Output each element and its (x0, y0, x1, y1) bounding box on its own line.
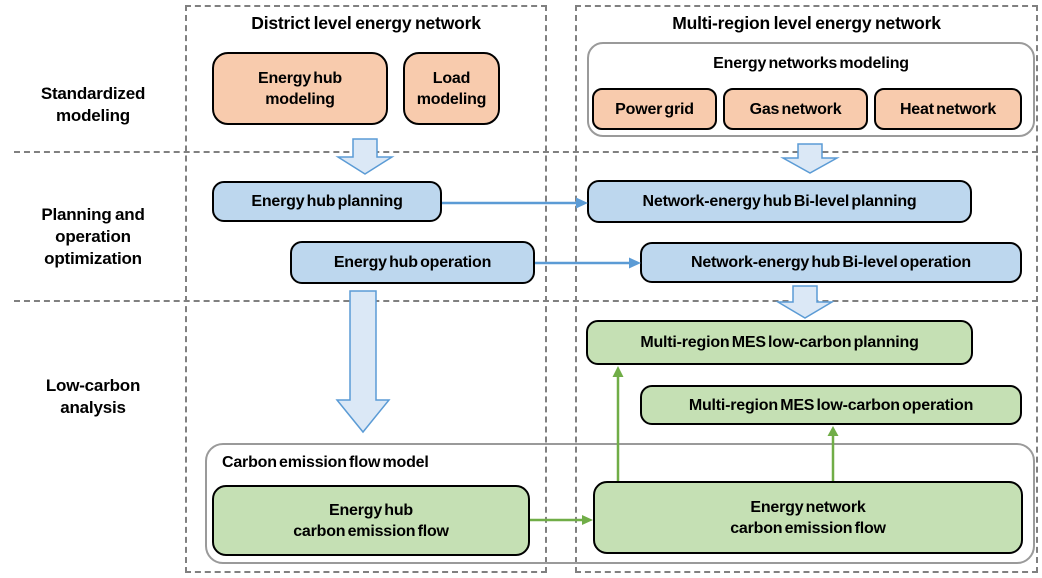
row-label-planning-operation: Planning and operation optimization (5, 204, 181, 270)
row-label-line: analysis (60, 398, 126, 417)
carbon-emission-flow-container (205, 443, 1035, 564)
energy-network-carbon-emission-flow-box: Energy network carbon emission flow (593, 481, 1023, 554)
box-text-line: Load (432, 69, 471, 87)
box-text-line: Energy hub operation (333, 254, 492, 271)
mes-low-carbon-planning-box: Multi-region MES low-carbon planning (586, 320, 973, 365)
multi-region-column-title: Multi-region level energy network (672, 13, 941, 33)
row-label-low-carbon: Low-carbon analysis (5, 375, 181, 419)
row-label-standardized-modeling: Standardized modeling (5, 83, 181, 127)
row-label-line: optimization (44, 249, 142, 268)
box-text-line: Multi-region MES low-carbon operation (688, 396, 974, 414)
bilevel-planning-box: Network-energy hub Bi-level planning (587, 180, 972, 223)
energy-hub-carbon-emission-flow-box: Energy hub carbon emission flow (212, 485, 530, 556)
box-text-line: Energy hub (257, 69, 342, 87)
box-text-line: carbon emission flow (293, 522, 449, 540)
mes-low-carbon-operation-box: Multi-region MES low-carbon operation (640, 385, 1022, 425)
district-column-frame (185, 5, 547, 573)
box-text-line: Energy hub (328, 501, 413, 519)
load-modeling-box: Load modeling (403, 52, 500, 125)
power-grid-box: Power grid (592, 88, 717, 130)
box-text-line: carbon emission flow (730, 519, 886, 537)
carbon-emission-flow-title: Carbon emission flow model (222, 454, 429, 471)
energy-networks-modeling-title: Energy networks modeling (713, 55, 909, 72)
bilevel-operation-box: Network-energy hub Bi-level operation (640, 242, 1022, 283)
district-column-title: District level energy network (251, 13, 481, 33)
box-text-line: Energy hub planning (251, 193, 403, 210)
gas-network-box: Gas network (723, 88, 868, 130)
row-label-line: operation (55, 227, 131, 246)
row-label-line: Low-carbon (45, 376, 141, 395)
energy-hub-modeling-box: Energy hub modeling (212, 52, 388, 125)
row-divider-2 (14, 300, 1038, 302)
box-text-line: modeling (265, 90, 335, 108)
energy-networks-modeling-container (587, 42, 1035, 137)
row-label-line: Planning and (41, 205, 145, 224)
row-label-line: modeling (56, 106, 130, 125)
box-text-line: Network-energy hub Bi-level operation (691, 254, 971, 271)
box-text-line: Energy network (750, 498, 866, 516)
heat-network-box: Heat network (874, 88, 1022, 130)
box-text-line: Network-energy hub Bi-level planning (642, 193, 917, 210)
energy-hub-operation-box: Energy hub operation (290, 241, 535, 284)
box-text-line: Power grid (615, 100, 694, 118)
multi-region-column-frame (575, 5, 1038, 573)
box-text-line: Multi-region MES low-carbon planning (640, 334, 919, 351)
row-label-line: Standardized (40, 84, 146, 103)
box-text-line: modeling (416, 90, 487, 108)
box-text-line: Heat network (899, 100, 997, 118)
row-divider-1 (14, 151, 1038, 153)
box-text-line: Gas network (749, 100, 842, 118)
energy-hub-planning-box: Energy hub planning (212, 181, 442, 222)
